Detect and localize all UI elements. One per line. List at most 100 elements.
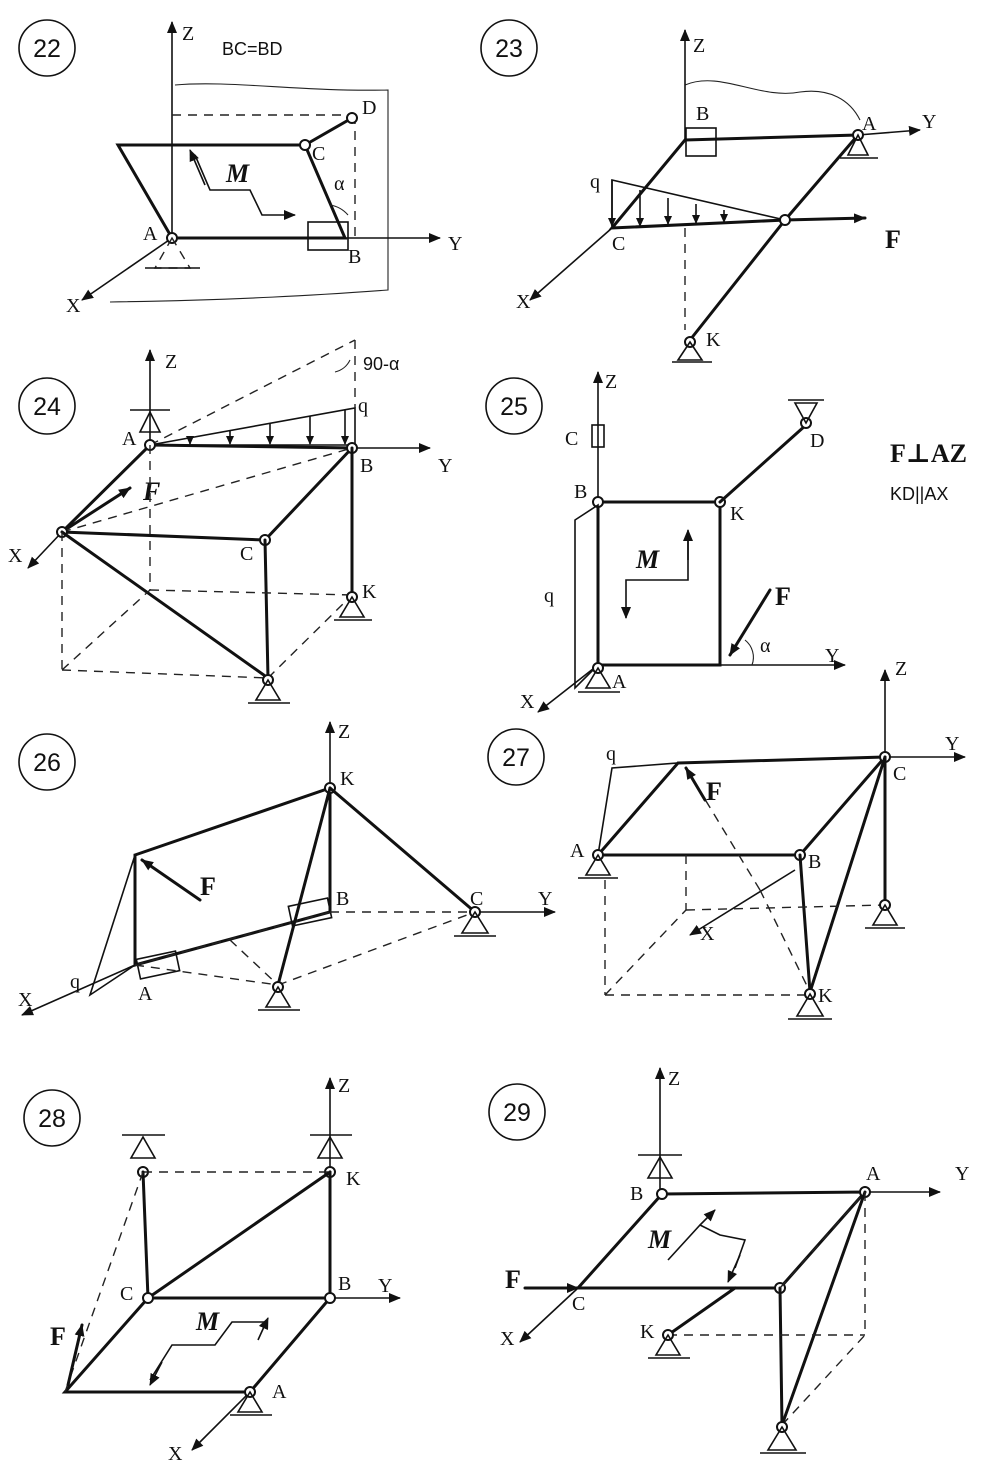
problem-25: 25 F⊥AZ KD||AX Z Y X C B K D q M F α (485, 371, 967, 713)
z-label: Z (338, 1075, 350, 1097)
y-label: Y (922, 111, 936, 133)
a-label: A (866, 1163, 881, 1185)
rod-k (666, 1286, 737, 1337)
y-label: Y (825, 645, 839, 667)
y-axis (857, 125, 921, 136)
rod-diagonal (780, 1190, 867, 1427)
x-label: X (700, 923, 715, 945)
k-label: K (706, 329, 721, 351)
problem-number: 23 (495, 35, 523, 63)
problem-22: 22 BC=BD Z Y X α D C M B A (18, 19, 462, 317)
rod-k-ground (276, 786, 332, 987)
support-k (338, 595, 366, 618)
k-label: K (640, 1321, 655, 1343)
y-label: Y (448, 233, 462, 255)
distributed-load (596, 762, 680, 858)
rod-k (688, 218, 787, 342)
problem-number: 29 (503, 1099, 531, 1127)
rod-cd (303, 116, 354, 147)
force-f (66, 1323, 85, 1387)
z-label: Z (693, 35, 705, 57)
problem-number: 24 (33, 393, 61, 421)
condition-note: BC=BD (222, 39, 283, 59)
k-label: K (362, 581, 377, 603)
rod-kd (718, 423, 808, 504)
support (254, 678, 282, 701)
support-a (846, 133, 870, 156)
hinge-d (346, 112, 358, 124)
problem-number: 22 (33, 35, 61, 63)
alpha-label: α (760, 635, 771, 657)
b-label: B (696, 103, 709, 125)
support-c (460, 910, 490, 934)
dashed-line (604, 909, 687, 996)
d-label: D (810, 430, 824, 452)
problem-number-circle (18, 377, 76, 435)
k-label: K (730, 503, 745, 525)
wall-outline (109, 83, 389, 303)
hinge-b-plate (685, 127, 717, 157)
x-axis (81, 237, 173, 301)
problem-number: 27 (502, 744, 530, 772)
z-label: Z (668, 1068, 680, 1090)
b-label: B (574, 481, 587, 503)
c-label: C (312, 143, 325, 165)
b-label: B (348, 246, 361, 268)
a-label: A (272, 1381, 287, 1403)
problem-number-circle (487, 728, 545, 786)
problem-number-circle (23, 1089, 81, 1147)
problem-26: 26 Z Y X q F A B K C (18, 721, 556, 1016)
plate (115, 143, 348, 240)
c-label: C (893, 763, 906, 785)
c-label: C (572, 1293, 585, 1315)
problem-number: 25 (500, 393, 528, 421)
support-a (584, 853, 612, 876)
rod-bk (798, 853, 812, 994)
moment-path (667, 1224, 747, 1269)
support-a (236, 1390, 264, 1413)
hinge-b (324, 1292, 336, 1304)
b-label: B (338, 1273, 351, 1295)
problem-23: 23 Z Y X B A q C F K (480, 19, 936, 363)
q-label: q (590, 171, 600, 193)
support-c (591, 424, 605, 448)
a-label: A (138, 983, 153, 1005)
x-label: X (18, 989, 33, 1011)
x-label: X (168, 1443, 183, 1465)
d-label: D (362, 97, 376, 119)
support-a (138, 410, 162, 433)
dashed-line (134, 964, 279, 986)
alpha-label: α (334, 173, 345, 195)
z-label: Z (165, 351, 177, 373)
problem-number-circle (488, 1083, 546, 1141)
moment-arrow (189, 149, 206, 186)
hinge-b (656, 1188, 668, 1200)
problem-number-circle (485, 377, 543, 435)
force-f (783, 213, 867, 224)
problem-number-circle (18, 19, 76, 77)
b-label: B (630, 1183, 643, 1205)
distributed-load (88, 854, 136, 997)
f-label: F (50, 1322, 66, 1351)
plate (58, 443, 356, 542)
dashed-line (64, 1171, 144, 1393)
x-label: X (516, 291, 531, 313)
a-label: A (143, 223, 158, 245)
x-axis (191, 1391, 251, 1451)
k-label: K (346, 1168, 361, 1190)
dashed-line (759, 889, 811, 993)
x-label: X (500, 1328, 515, 1350)
dashed-line (267, 594, 353, 679)
moment-arrow (257, 1317, 269, 1341)
plate (574, 1190, 869, 1290)
y-label: Y (538, 888, 552, 910)
support-k (676, 340, 704, 361)
x-axis (519, 1287, 579, 1343)
distributed-load (611, 178, 786, 229)
angle-arc (744, 639, 754, 666)
dashed-line (781, 1334, 866, 1426)
moment-arrow (149, 1361, 163, 1386)
b-label: B (808, 851, 821, 873)
x-label: X (520, 691, 535, 713)
